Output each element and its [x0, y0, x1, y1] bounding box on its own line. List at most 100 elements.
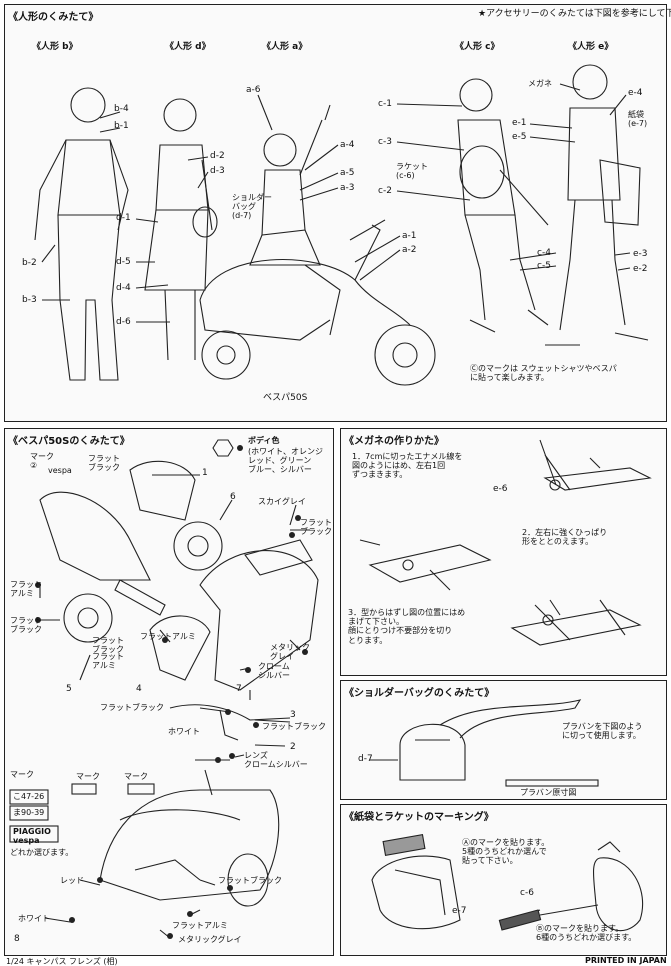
part-d1: d-1: [116, 213, 131, 223]
footer-right: PRINTED IN JAPAN: [585, 956, 667, 965]
accessory-note: ★アクセサリーのくみたては下図を参考にして下さい。: [478, 9, 671, 19]
bag-d7: d-7: [358, 754, 373, 764]
bag-title: 《ショルダーバッグのくみたて》: [344, 688, 495, 699]
label-flat-alumi-2: フラット アルミ: [92, 652, 124, 671]
c-mark-note: Ⓒのマークは スウェットシャツやベスパ に貼って楽しみます。: [470, 364, 617, 383]
figure-b-title: 《人形 b》: [32, 42, 78, 52]
part-b4: b-4: [114, 104, 129, 114]
shoulder-bag-label: ショルダー バッグ (d-7): [232, 193, 272, 221]
marking-panel: [340, 804, 667, 956]
part-num-3: 3: [290, 710, 296, 720]
glasses-panel: [340, 428, 667, 676]
part-b3: b-3: [22, 295, 37, 305]
part-num-1: 1: [202, 468, 208, 478]
part-c5: c-5: [537, 261, 551, 271]
label-metallic-grey-2: メタリックグレイ: [178, 935, 242, 944]
glasses-step-1: 1．7cmに切ったエナメル線を 図のようにはめ、左右1回 ずつまきます。: [352, 452, 463, 480]
part-a1: a-1: [402, 231, 417, 241]
label-flat-alumi-1: フラット アルミ: [10, 580, 42, 599]
bag-pattern-label: プラバン原寸図: [520, 788, 577, 797]
glasses-e6: e-6: [493, 484, 508, 494]
part-num-6: 6: [230, 492, 236, 502]
marking-a-note: Ⓐのマークを貼ります。 5種のうちどれか選んで 貼って下さい。: [462, 838, 550, 866]
figures-panel: [4, 4, 667, 422]
marking-b-note: Ⓑのマークを貼ります。 6種のうちどれか選びます。: [536, 924, 637, 943]
part-e1: e-1: [512, 118, 527, 128]
marking-c6: c-6: [520, 888, 534, 898]
figure-e-title: 《人形 e》: [568, 42, 614, 52]
part-c4: c-4: [537, 248, 551, 258]
marking-title: 《紙袋とラケットのマーキング》: [344, 812, 494, 823]
glasses-step-3: 3．型からはずし図の位置にはめ まげて下さい。 顔にとりつけ不要部分を切り とり…: [348, 608, 466, 645]
part-e2: e-2: [633, 264, 648, 274]
bag-note: プラバンを下図のよう に切って使用します。: [562, 722, 643, 741]
part-num-2: 2: [290, 742, 296, 752]
label-flat-black-1: フラット ブラック: [88, 454, 120, 473]
mark-2: マーク ②: [30, 452, 54, 471]
figure-a-title: 《人形 a》: [262, 42, 308, 52]
mark-plate-label: マーク: [10, 770, 34, 779]
racket-label: ラケット (c-6): [396, 162, 428, 181]
choose-note: どれか選びます。: [10, 848, 74, 857]
label-chrome-silver: クローム シルバー: [258, 662, 290, 681]
body-colors: (ホワイト、オレンジ レッド、グリーン ブルー、シルバー: [248, 447, 323, 475]
vespa-caption: ベスパ50S: [263, 393, 308, 403]
part-c1: c-1: [378, 99, 392, 109]
part-c3: c-3: [378, 137, 392, 147]
mark-1-label: マーク: [76, 772, 100, 781]
part-a5: a-5: [340, 168, 355, 178]
part-a4: a-4: [340, 140, 355, 150]
label-flat-black-5: フラットブラック: [100, 703, 164, 712]
part-d6: d-6: [116, 317, 131, 327]
label-sky-grey: スカイグレイ: [258, 497, 306, 506]
plate-1: こ47-26: [13, 792, 45, 801]
label-white-1: ホワイト: [168, 727, 200, 736]
paper-bag-label: 紙袋 (e-7): [628, 110, 648, 129]
label-flat-alumi-4: フラットアルミ: [172, 921, 228, 930]
marking-e7: e-7: [452, 906, 467, 916]
piaggio-mark: PIAGGIO vespa: [13, 827, 51, 846]
part-d3: d-3: [210, 166, 225, 176]
label-flat-alumi-3: フラットアルミ: [140, 632, 196, 641]
part-num-5: 5: [66, 684, 72, 694]
label-metallic-grey: メタリック グレイ: [270, 643, 310, 662]
label-lens: レンズ クロームシルバー: [244, 751, 308, 770]
part-a2: a-2: [402, 245, 417, 255]
glasses-step-2: 2．左右に強くひっぱり 形をととのえます。: [522, 528, 608, 547]
label-flat-black-7: フラットブラック: [218, 876, 282, 885]
part-b1: b-1: [114, 121, 129, 131]
label-red: レッド: [60, 876, 84, 885]
vespa-title: 《ベスパ50Sのくみたて》: [8, 436, 130, 447]
part-d4: d-4: [116, 283, 131, 293]
label-flat-black-2: フラット ブラック: [300, 518, 332, 537]
part-c2: c-2: [378, 186, 392, 196]
part-num-8: 8: [14, 934, 20, 944]
part-num-4: 4: [136, 684, 142, 694]
label-flat-black-4: フラット ブラック: [92, 636, 124, 655]
bag-panel: [340, 680, 667, 800]
part-a3: a-3: [340, 183, 355, 193]
figure-d-title: 《人形 d》: [165, 42, 211, 52]
part-e5: e-5: [512, 132, 527, 142]
part-num-7: 7: [236, 684, 242, 694]
label-flat-black-6: フラットブラック: [262, 722, 326, 731]
body-color-title: ボディ色: [248, 436, 280, 445]
part-b2: b-2: [22, 258, 37, 268]
plate-2: ま90-39: [13, 808, 45, 817]
figure-c-title: 《人形 c》: [455, 42, 500, 52]
part-e3: e-3: [633, 249, 648, 259]
megane-label: メガネ: [528, 79, 552, 88]
label-white-2: ホワイト: [18, 914, 50, 923]
vespa-word: vespa: [48, 466, 72, 475]
part-e4: e-4: [628, 88, 643, 98]
figures-title: 《人形のくみたて》: [8, 12, 99, 23]
part-a6: a-6: [246, 85, 261, 95]
label-flat-black-3: フラット ブラック: [10, 616, 42, 635]
mark-3-label: マーク: [124, 772, 148, 781]
part-d2: d-2: [210, 151, 225, 161]
